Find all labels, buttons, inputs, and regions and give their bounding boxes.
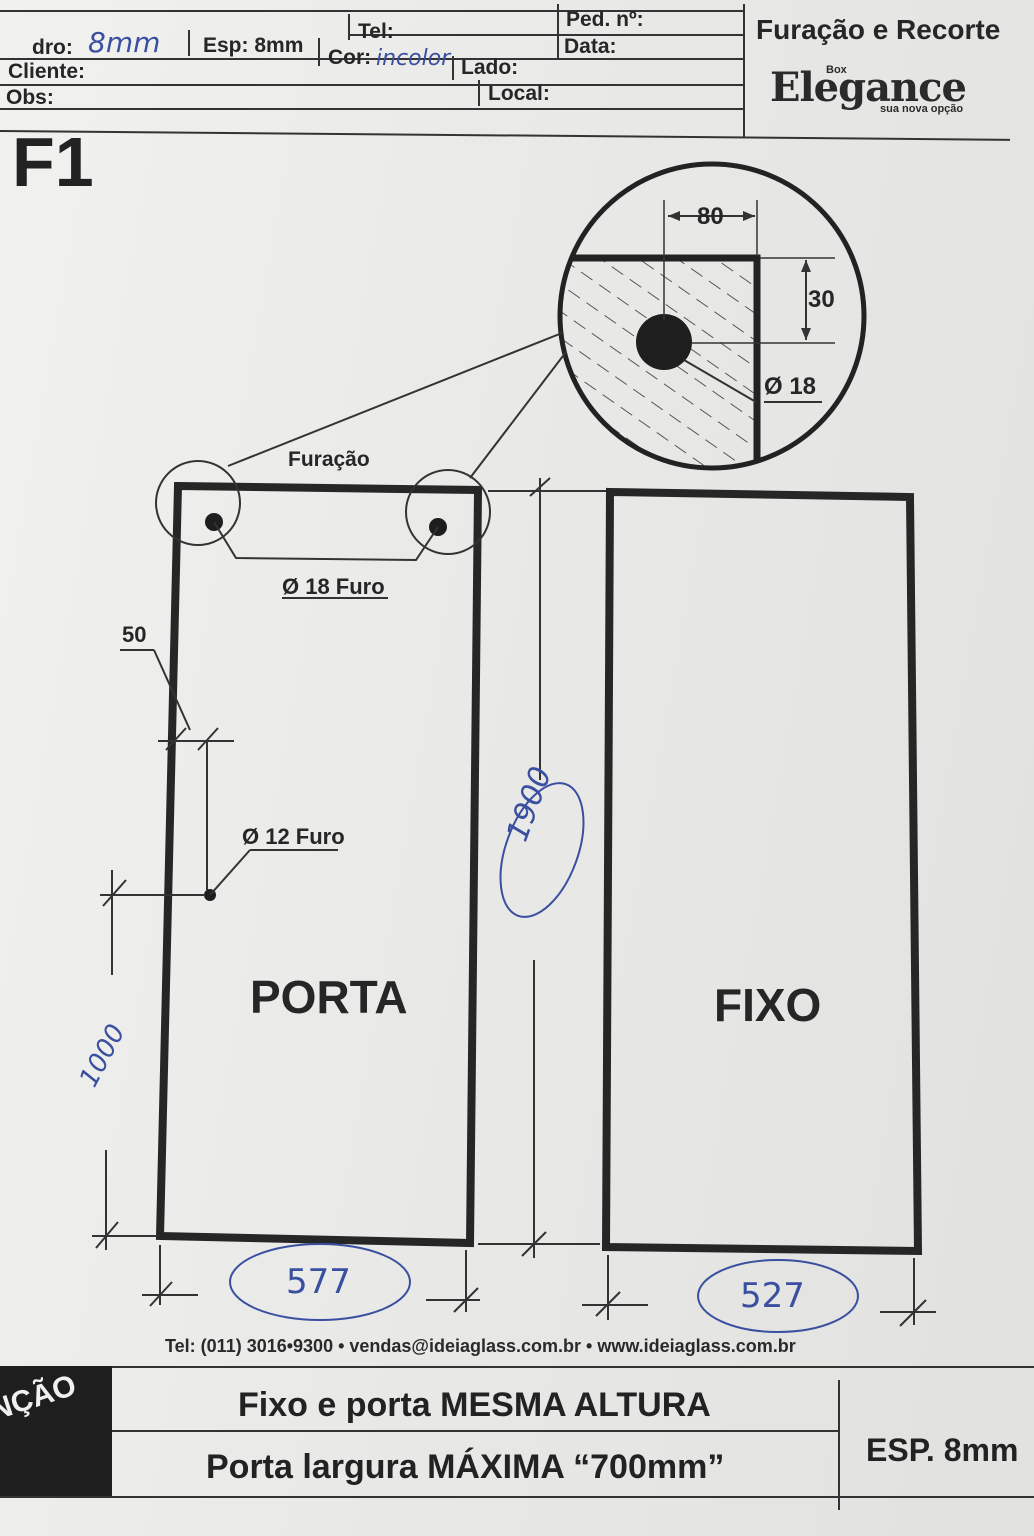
form-divider (743, 4, 745, 138)
footer-line (112, 1430, 840, 1432)
vidro-value: 8mm (88, 26, 161, 59)
brand-tagline: sua nova opção (880, 103, 964, 115)
fixo-label: FIXO (714, 979, 822, 1031)
tel-label: Tel: (358, 20, 394, 43)
esp-note: ESP. 8mm (866, 1432, 1019, 1468)
ped-label: Ped. nº: (566, 8, 644, 31)
sheet-id: F1 (12, 123, 94, 201)
cor-label: Cor: (328, 46, 372, 69)
detail-hole-dim: Ø 18 (764, 373, 817, 400)
offset-50-label: 50 (122, 622, 147, 647)
footer-line (0, 1496, 1034, 1498)
pen-ellipse-height (499, 782, 585, 918)
esp-label: Esp: 8mm (203, 34, 304, 57)
cor-value: incolor (376, 46, 451, 71)
porta-panel (155, 481, 483, 1248)
footer-divider (838, 1380, 840, 1510)
form-divider (318, 38, 320, 66)
glass-corner (560, 254, 761, 468)
cliente-label: Cliente: (8, 60, 86, 83)
form-divider (557, 4, 559, 60)
hole12-label: Ø 12 Furo (242, 824, 345, 849)
brand-box: Box (826, 64, 847, 76)
porta-width-value: 577 (286, 1262, 351, 1302)
attention-tab: NÇÃO (0, 1366, 112, 1496)
detail-circle (557, 161, 867, 471)
hole-18-detail (636, 314, 692, 370)
form-divider (478, 80, 480, 106)
attention-label: NÇÃO (0, 1368, 81, 1428)
fixo-width-value: 527 (740, 1276, 805, 1316)
form-divider (188, 30, 190, 56)
brand-logo: Elegance (770, 64, 967, 111)
fixo-panel (601, 487, 923, 1256)
furacao-circle-right (405, 469, 491, 555)
detail-height-dim: 80 (697, 203, 724, 230)
form-line (0, 58, 745, 60)
local-label: Local: (488, 82, 550, 105)
contact-line: Tel: (011) 3016•9300 • vendas@ideiaglass… (165, 1336, 796, 1356)
form-title: Furação e Recorte (756, 14, 1001, 45)
pen-ellipse-porta (229, 1243, 411, 1321)
note-max-width: Porta largura MÁXIMA “700mm” (206, 1448, 725, 1486)
detail-width-dim: 30 (808, 286, 835, 313)
form-divider (452, 56, 454, 80)
data-label: Data: (564, 35, 617, 58)
form-line (0, 10, 745, 12)
form-line (0, 84, 745, 86)
form-line (0, 108, 745, 110)
porta-label: PORTA (250, 971, 408, 1023)
pen-ellipse-fixo (697, 1259, 859, 1333)
vidro-label: dro: (32, 36, 73, 59)
form-divider (348, 14, 350, 40)
obs-label: Obs: (6, 86, 54, 109)
hole18-label: Ø 18 Furo (282, 574, 385, 599)
footer-line (0, 1366, 1034, 1368)
lado-label: Lado: (461, 56, 519, 79)
furacao-circle-left (155, 460, 241, 546)
form-line (350, 34, 745, 36)
furacao-label: Furação (288, 448, 370, 471)
note-same-height: Fixo e porta MESMA ALTURA (238, 1386, 711, 1424)
